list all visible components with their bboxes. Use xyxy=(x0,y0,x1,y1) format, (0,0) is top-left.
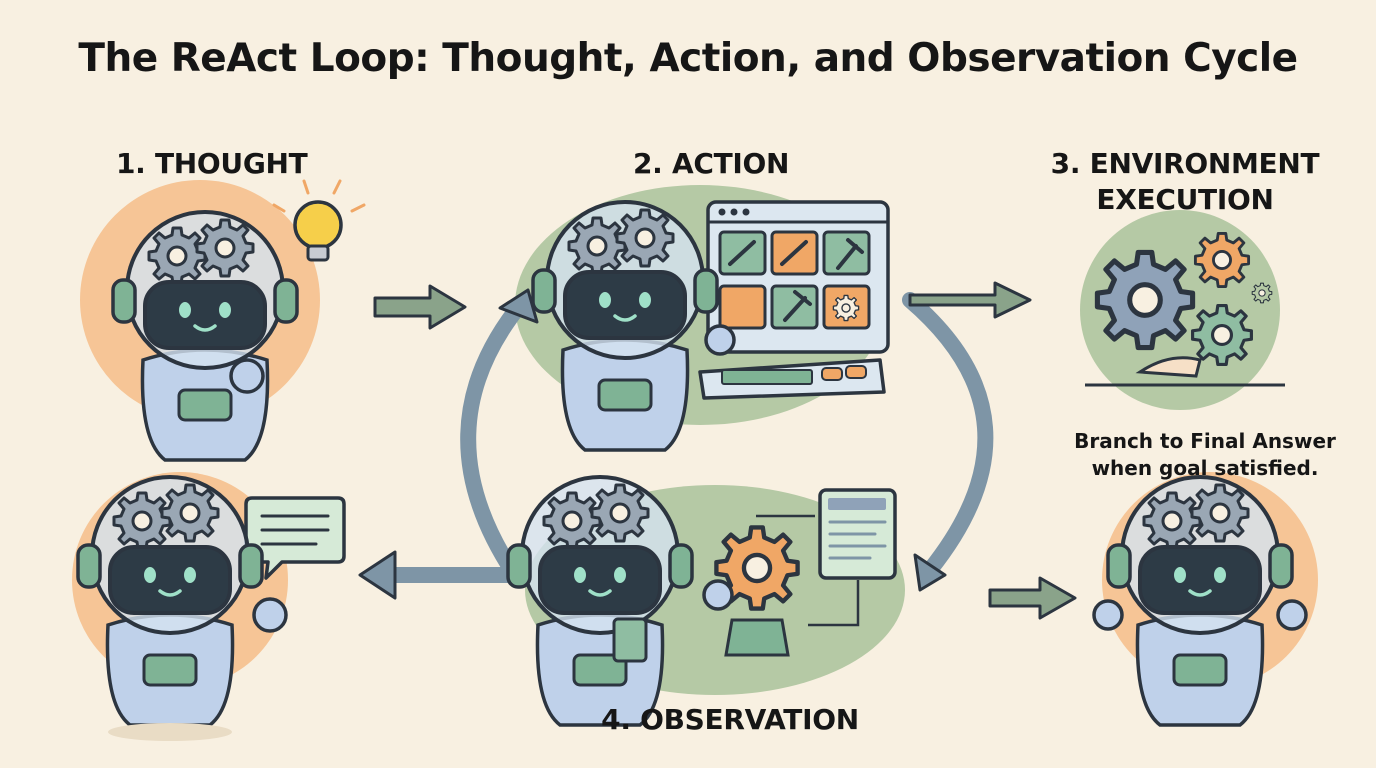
document-icon xyxy=(756,488,897,627)
speech-bubble-icon xyxy=(244,496,346,580)
thought-robot xyxy=(113,212,297,460)
hammer-icon xyxy=(783,238,864,322)
branch-note: Branch to Final Answer when goal satisfi… xyxy=(1060,428,1350,482)
step-environment-line2: EXECUTION xyxy=(1096,183,1274,216)
branch-note-line2: when goal satisfied. xyxy=(1091,456,1319,480)
lightbulb-icon xyxy=(272,179,366,262)
diagram-title: The ReAct Loop: Thought, Action, and Obs… xyxy=(78,36,1298,81)
monitor-icon xyxy=(706,200,890,354)
step-environment-line1: 3. ENVIRONMENT xyxy=(1050,147,1320,180)
branch-note-line1: Branch to Final Answer xyxy=(1074,429,1336,453)
green-arrows xyxy=(373,281,1077,620)
response-robot xyxy=(78,477,288,725)
action-robot xyxy=(533,202,736,450)
step-thought-label: 1. THOUGHT xyxy=(116,147,308,180)
observation-robot xyxy=(508,477,734,725)
keyboard-icon xyxy=(698,358,886,400)
environment-gears xyxy=(1085,231,1285,387)
step-action-label: 2. ACTION xyxy=(633,147,790,180)
wrench-icon xyxy=(728,240,808,266)
step-environment-label: 3. ENVIRONMENT EXECUTION xyxy=(1050,146,1320,218)
step-observation-label: 4. OBSERVATION xyxy=(601,703,859,736)
final-robot xyxy=(1092,477,1308,725)
gear-stand xyxy=(724,618,790,657)
response-shadow xyxy=(108,723,232,741)
